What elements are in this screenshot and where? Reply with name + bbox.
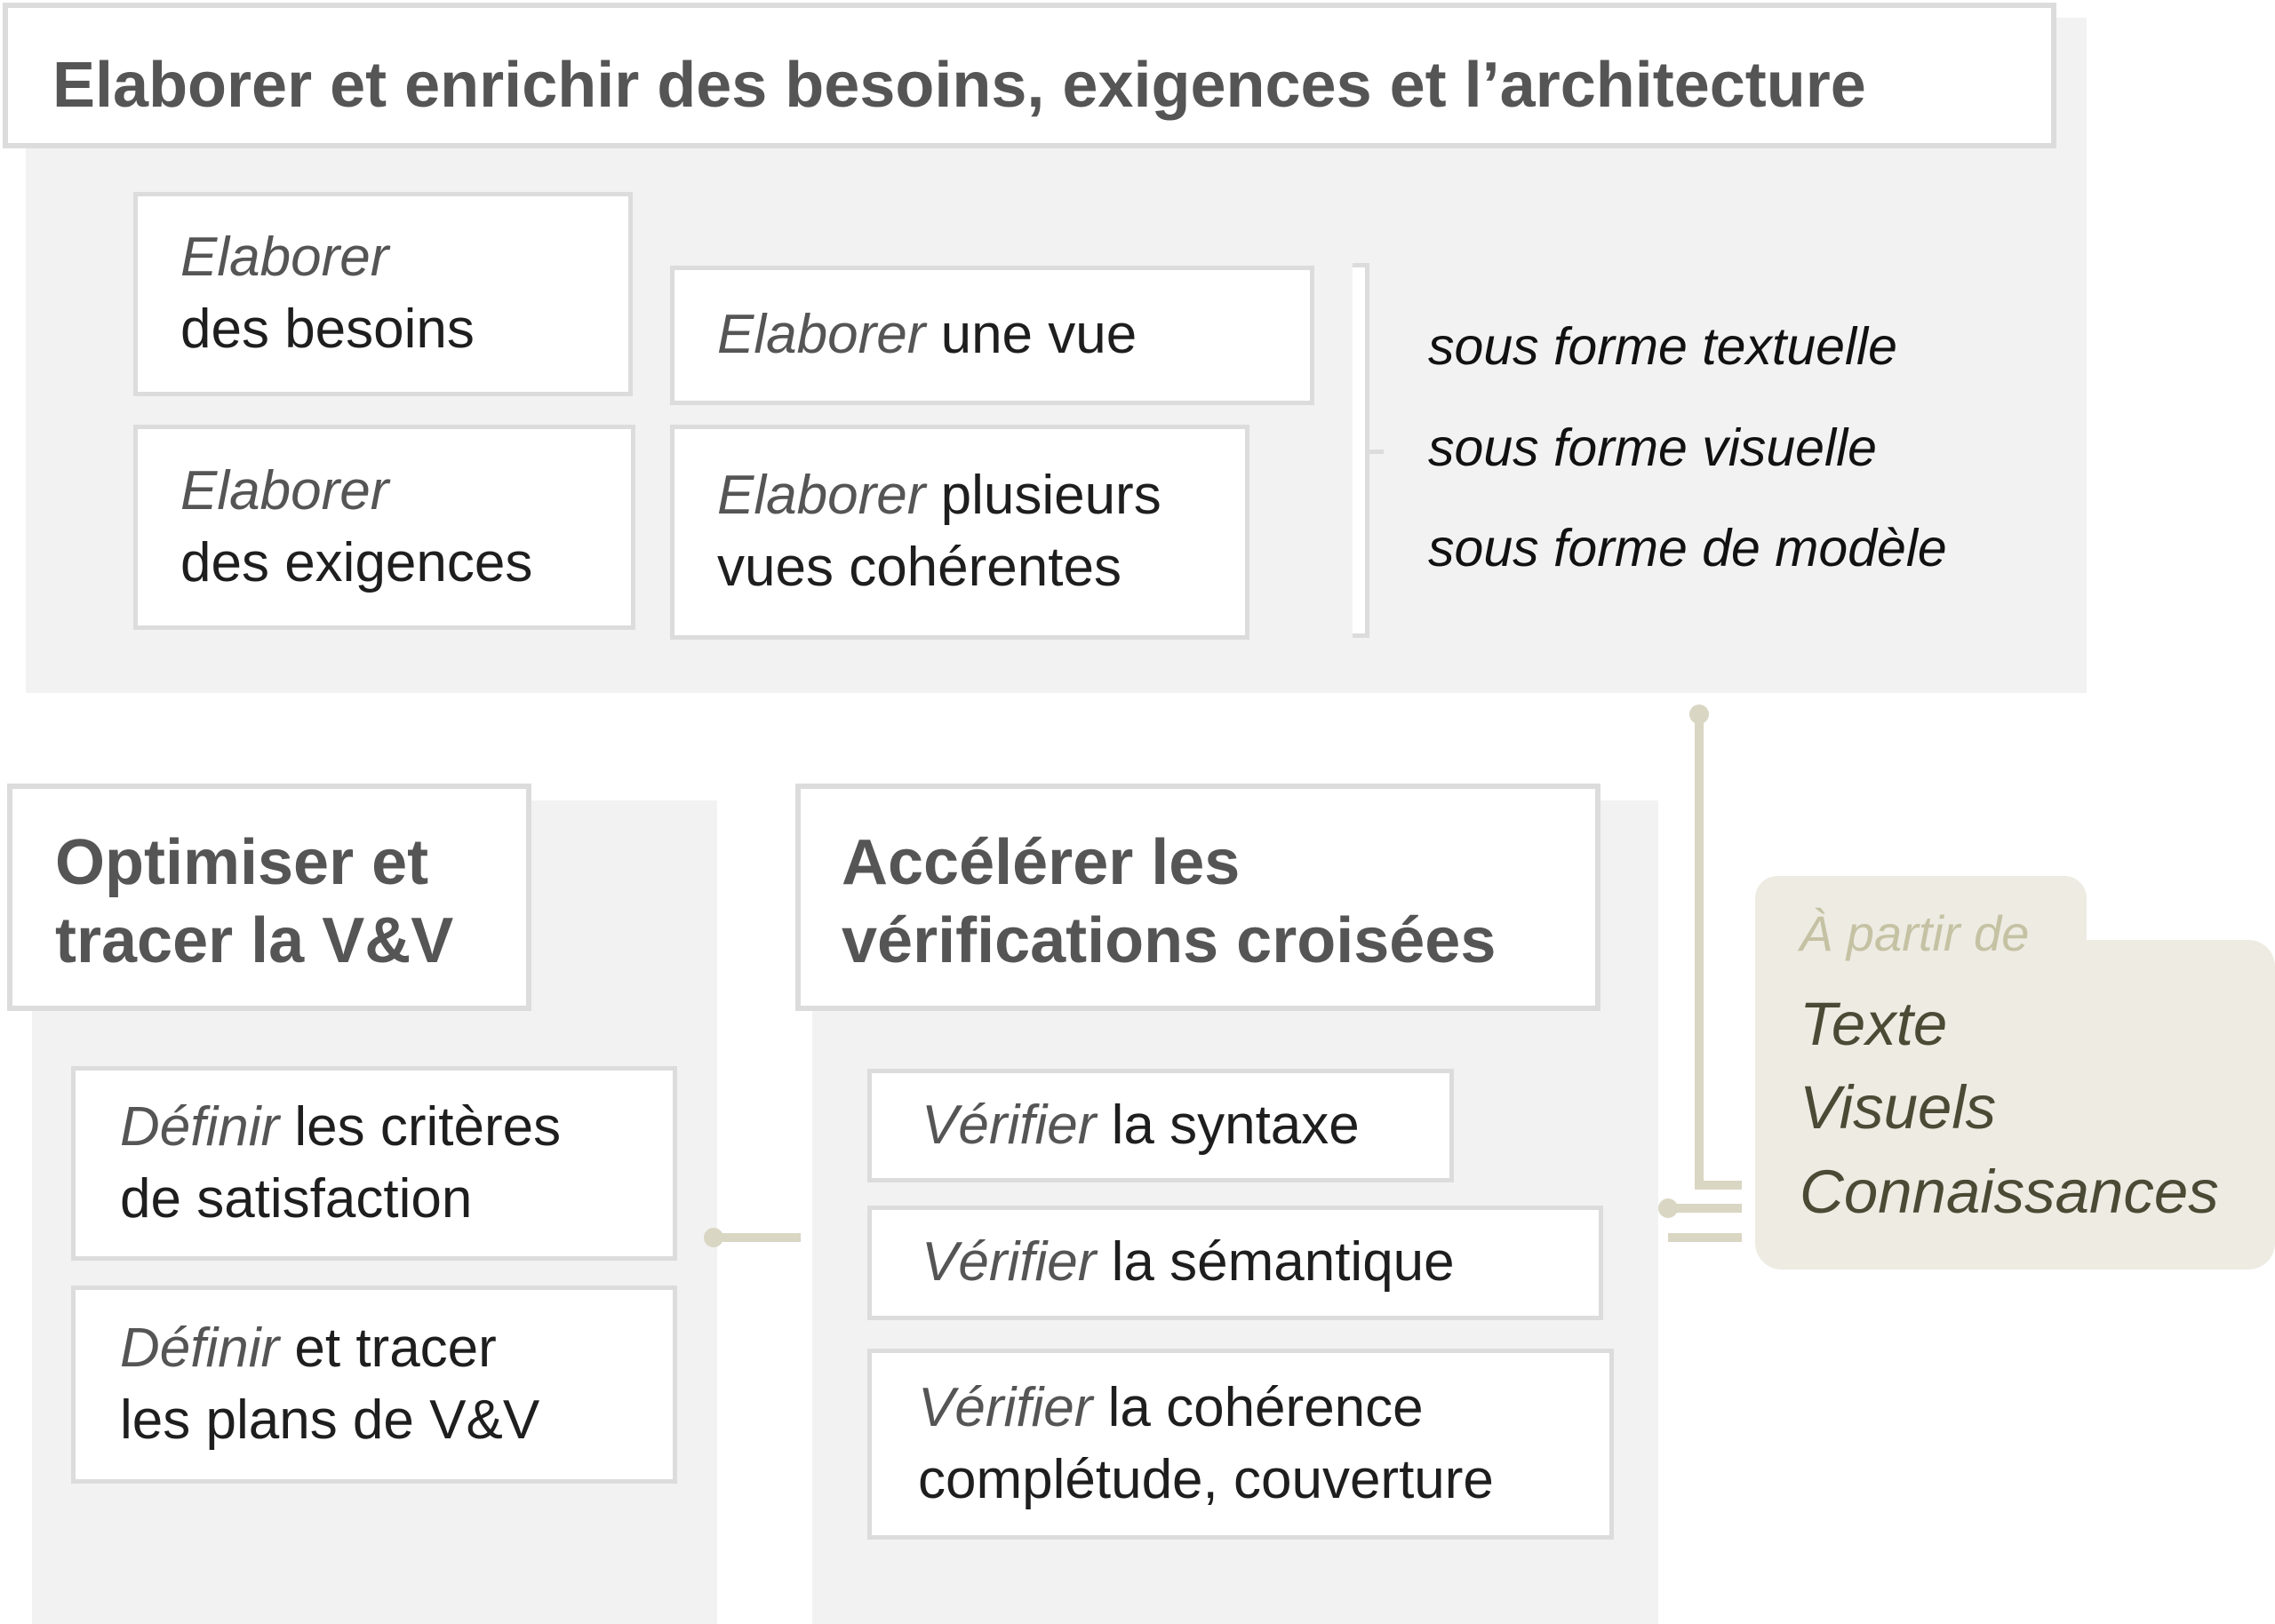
source-connaissances: Connaissances	[1800, 1158, 2219, 1226]
top-title-box: Elaborer et enrichir des besoins, exigen…	[3, 3, 2056, 148]
box-criteres: Définir les critères de satisfaction	[71, 1066, 677, 1261]
connector-vertical	[1695, 711, 1704, 1190]
box-text-line2: de satisfaction	[120, 1167, 473, 1230]
box-text: la sémantique	[1096, 1231, 1455, 1294]
connector-h1	[1695, 1181, 1742, 1190]
box-plans-vv: Définir et tracer les plans de V&V	[71, 1286, 677, 1484]
box-plusieurs-vues: Elaborer plusieurs vues cohérentes	[670, 425, 1249, 640]
form-visual: sous forme visuelle	[1428, 418, 1877, 477]
box-text: la cohérence	[1092, 1376, 1424, 1438]
connector-h3	[1668, 1233, 1742, 1242]
vv-title-box: Optimiser et tracer la V&V	[7, 784, 531, 1011]
form-textual: sous forme textuelle	[1428, 317, 1897, 376]
box-verb: Vérifier	[922, 1094, 1097, 1156]
connector-line	[711, 1233, 801, 1242]
box-besoins: Elaborer des besoins	[133, 192, 633, 396]
box-verb: Vérifier	[922, 1231, 1097, 1294]
checks-title-line2: vérifications croisées	[842, 904, 1497, 976]
vv-title-line2: tracer la V&V	[55, 904, 454, 976]
box-verb: Elaborer	[717, 465, 926, 527]
checks-title-box: Accélérer les vérifications croisées	[795, 784, 1600, 1011]
folder-body	[1755, 940, 2275, 1270]
connector-h2	[1665, 1204, 1742, 1213]
box-text: les critères	[279, 1095, 562, 1158]
box-text: des besoins	[180, 299, 475, 360]
box-verb: Définir	[120, 1095, 280, 1158]
box-text: plusieurs	[925, 465, 1161, 527]
box-exigences: Elaborer des exigences	[133, 425, 635, 630]
box-verb: Elaborer	[180, 459, 389, 521]
box-une-vue: Elaborer une vue	[670, 266, 1314, 405]
bracket-tick	[1369, 450, 1384, 454]
sources-label: À partir de	[1800, 905, 2030, 961]
box-text: une vue	[925, 304, 1138, 366]
source-visuels: Visuels	[1800, 1073, 1997, 1142]
checks-title-line1: Accélérer les	[842, 827, 1241, 898]
box-verb: Elaborer	[717, 304, 926, 366]
box-verb: Elaborer	[180, 227, 389, 289]
vv-title-line1: Optimiser et	[55, 827, 429, 898]
source-texte: Texte	[1800, 990, 1948, 1058]
form-model: sous forme de modèle	[1428, 519, 1947, 577]
box-text: la syntaxe	[1096, 1094, 1360, 1156]
top-title: Elaborer et enrichir des besoins, exigen…	[52, 50, 1866, 121]
box-semantique: Vérifier la sémantique	[867, 1206, 1603, 1320]
bracket	[1353, 263, 1369, 638]
box-text: des exigences	[180, 531, 533, 593]
box-verb: Définir	[120, 1317, 280, 1379]
box-text-line2: les plans de V&V	[120, 1389, 540, 1451]
box-text-line2: complétude, couverture	[918, 1448, 1494, 1510]
box-verb: Vérifier	[918, 1376, 1093, 1438]
box-text: et tracer	[279, 1317, 497, 1379]
box-syntaxe: Vérifier la syntaxe	[867, 1069, 1454, 1182]
box-text-line2: vues cohérentes	[717, 537, 1122, 598]
box-coherence: Vérifier la cohérence complétude, couver…	[867, 1349, 1614, 1540]
